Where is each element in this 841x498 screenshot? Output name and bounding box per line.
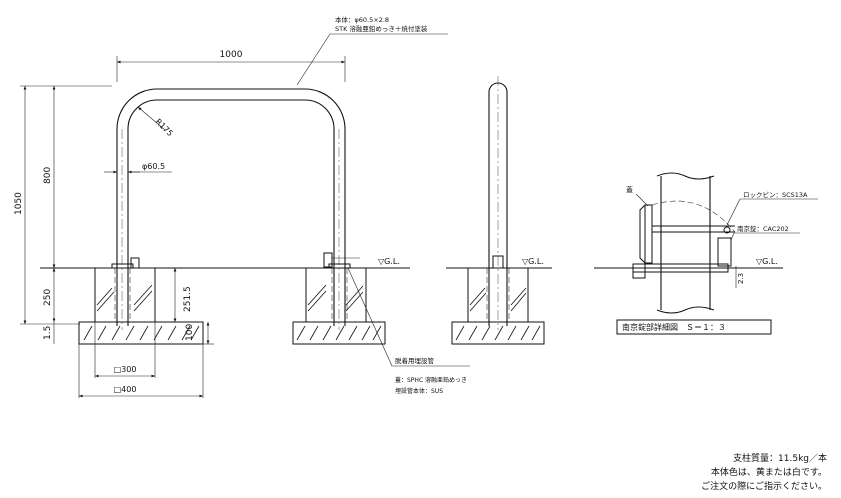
left-foundation-block	[94, 267, 156, 323]
right-foundation-block	[305, 267, 367, 323]
removable-sleeve-body: 埋設管本体：SUS	[395, 387, 443, 395]
dim-foot-inner: □300	[114, 365, 137, 374]
dim-total-height: 1050	[14, 192, 24, 215]
detail-gap-dim: 2.3	[737, 273, 745, 284]
front-view: 1000 本体：φ60.5×2.8 STK 溶融亜鉛めっき＋焼付塗装 R175 …	[14, 15, 470, 398]
removable-sleeve-title: 脱着用埋設管	[395, 356, 435, 365]
left-base-hatching	[83, 325, 200, 341]
detail-lid-label: 蓋	[626, 185, 633, 194]
left-foundation-base	[78, 321, 204, 345]
dim-sleeve-depth: 251.5	[183, 286, 193, 312]
detail-title-box	[616, 319, 772, 335]
bollard-outer-outline	[116, 88, 346, 326]
right-foundation-base	[292, 321, 386, 345]
gl-label-detail: ▽G.L.	[756, 257, 778, 266]
note-weight: 支柱質量：11.5kg／本	[733, 454, 827, 464]
main-spec-line2: STK 溶融亜鉛めっき＋焼付塗装	[335, 24, 428, 33]
removable-sleeve-lid: 蓋：SPHC 溶融亜鉛めっき	[395, 376, 467, 384]
detail-lid	[644, 204, 653, 264]
right-sleeve-cap	[328, 263, 351, 269]
detail-padlock	[717, 237, 732, 267]
dim-foot-outer: □400	[114, 385, 137, 394]
dim-pipe-diameter: φ60.5	[142, 162, 165, 171]
left-block-hatching	[96, 284, 153, 312]
lock-pin-label: ロックピン：SCS13A	[743, 191, 808, 199]
padlock-label: 南京錠：CAC202	[737, 224, 789, 233]
padlock-detail-view: 蓋 ロックピン：SCS13A 南京錠：CAC202 2.3 ▽G.L. 南京錠部…	[594, 172, 818, 335]
left-lock	[130, 257, 140, 269]
right-lock	[323, 252, 333, 268]
dim-bottom-gap: 1.5	[43, 326, 53, 340]
gl-label-front: ▽G.L.	[378, 257, 400, 266]
note-order: ご注文の際にご指示ください。	[701, 482, 827, 492]
side-view: ▽G.L.	[446, 76, 552, 345]
bollard-inner-outline	[127, 99, 335, 326]
right-base-hatching	[296, 325, 382, 341]
note-color: 本体色は、黄または白です。	[710, 468, 827, 478]
left-sleeve-cap	[111, 263, 134, 269]
gl-label-side: ▽G.L.	[522, 257, 544, 266]
dim-base-height: 100	[185, 324, 195, 341]
dim-radius: R175	[154, 117, 175, 138]
main-spec-line1: 本体：φ60.5×2.8	[335, 15, 389, 24]
spec-notes: 支柱質量：11.5kg／本 本体色は、黄または白です。 ご注文の際にご指示くださ…	[701, 452, 827, 494]
right-block-hatching	[307, 284, 364, 312]
dim-embed-depth: 250	[43, 289, 53, 306]
dim-width: 1000	[220, 50, 243, 60]
detail-title: 南京錠部詳細図 Ｓ＝１：３	[622, 322, 726, 332]
dim-upper-height: 800	[43, 167, 53, 184]
